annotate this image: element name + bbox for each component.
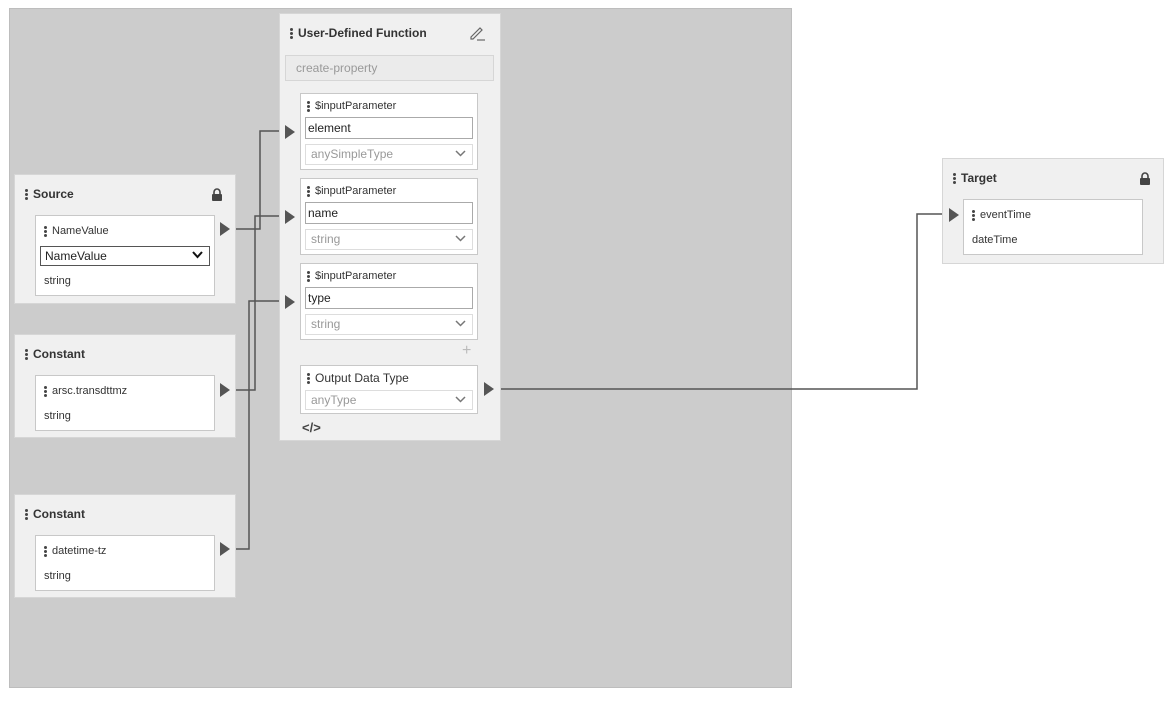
source-field[interactable]: NameValue NameValue string: [35, 215, 215, 296]
udf-param-1-type-select[interactable]: anySimpleType: [305, 144, 473, 165]
constant-1-field-name: arsc.transdttmz: [44, 385, 127, 397]
port-arrow-icon[interactable]: [285, 210, 295, 224]
constant-1-field[interactable]: arsc.transdttmz string: [35, 375, 215, 431]
port-arrow-icon[interactable]: [220, 542, 230, 556]
lock-icon: [212, 188, 222, 201]
wire-constant1-to-name: [235, 215, 283, 391]
source-node[interactable]: Source NameValue NameValue string: [14, 174, 236, 304]
grip-icon[interactable]: [307, 270, 310, 282]
chevron-down-icon: [455, 235, 466, 242]
udf-param-3-type-select[interactable]: string: [305, 314, 473, 335]
udf-node[interactable]: User-Defined Function create-property $i…: [279, 13, 501, 441]
udf-output[interactable]: Output Data Type anyType: [300, 365, 478, 414]
source-field-name: NameValue: [44, 225, 109, 237]
grip-icon[interactable]: [290, 27, 293, 39]
grip-icon[interactable]: [44, 385, 47, 397]
grip-icon[interactable]: [953, 172, 956, 184]
udf-param-2-label: $inputParameter: [307, 185, 396, 197]
grip-icon[interactable]: [44, 545, 47, 557]
grip-icon[interactable]: [307, 372, 310, 384]
source-title: Source: [25, 187, 74, 201]
port-arrow-icon[interactable]: [949, 208, 959, 222]
grip-icon[interactable]: [25, 508, 28, 520]
grip-icon[interactable]: [972, 209, 975, 221]
chevron-down-icon: [455, 396, 466, 403]
source-field-select[interactable]: NameValue: [40, 246, 210, 266]
udf-param-2-type-select[interactable]: string: [305, 229, 473, 250]
chevron-down-icon: [192, 251, 203, 259]
constant-2-title: Constant: [25, 507, 85, 521]
constant-1-field-type: string: [44, 410, 71, 422]
constant-2-field[interactable]: datetime-tz string: [35, 535, 215, 591]
wire-source-to-element: [235, 130, 283, 230]
udf-output-type-select[interactable]: anyType: [305, 390, 473, 410]
port-arrow-icon[interactable]: [220, 383, 230, 397]
chevron-down-icon: [455, 320, 466, 327]
udf-param-1[interactable]: $inputParameter element anySimpleType: [300, 93, 478, 170]
udf-param-2-input[interactable]: name: [305, 202, 473, 224]
grip-icon[interactable]: [44, 225, 47, 237]
port-arrow-icon[interactable]: [285, 295, 295, 309]
constant-2-field-type: string: [44, 570, 71, 582]
grip-icon[interactable]: [307, 100, 310, 112]
grip-icon[interactable]: [307, 185, 310, 197]
constant-1-title: Constant: [25, 347, 85, 361]
code-icon[interactable]: </>: [302, 420, 321, 435]
constant-2-field-name: datetime-tz: [44, 545, 106, 557]
target-field-type: dateTime: [972, 234, 1018, 246]
port-arrow-icon[interactable]: [220, 222, 230, 236]
constant-node-2[interactable]: Constant datetime-tz string: [14, 494, 236, 598]
target-title: Target: [953, 171, 997, 185]
port-arrow-icon[interactable]: [285, 125, 295, 139]
target-node[interactable]: Target eventTime dateTime: [942, 158, 1164, 264]
grip-icon[interactable]: [25, 348, 28, 360]
wire-constant2-to-type: [235, 300, 283, 550]
wire-output-to-target: [497, 213, 945, 390]
udf-title: User-Defined Function: [290, 26, 427, 40]
udf-param-1-input[interactable]: element: [305, 117, 473, 139]
udf-param-2[interactable]: $inputParameter name string: [300, 178, 478, 255]
udf-param-3-input[interactable]: type: [305, 287, 473, 309]
udf-param-3-label: $inputParameter: [307, 270, 396, 282]
grip-icon[interactable]: [25, 188, 28, 200]
lock-icon: [1140, 172, 1150, 185]
target-field[interactable]: eventTime dateTime: [963, 199, 1143, 255]
udf-output-label: Output Data Type: [307, 371, 409, 385]
plus-icon[interactable]: +: [462, 342, 472, 359]
udf-param-3[interactable]: $inputParameter type string: [300, 263, 478, 340]
target-field-name: eventTime: [972, 209, 1031, 221]
constant-node-1[interactable]: Constant arsc.transdttmz string: [14, 334, 236, 438]
edit-icon[interactable]: [468, 24, 486, 42]
udf-name-input[interactable]: create-property: [285, 55, 494, 81]
udf-param-1-label: $inputParameter: [307, 100, 396, 112]
chevron-down-icon: [455, 150, 466, 157]
port-arrow-icon[interactable]: [484, 382, 494, 396]
source-field-type: string: [44, 275, 71, 287]
